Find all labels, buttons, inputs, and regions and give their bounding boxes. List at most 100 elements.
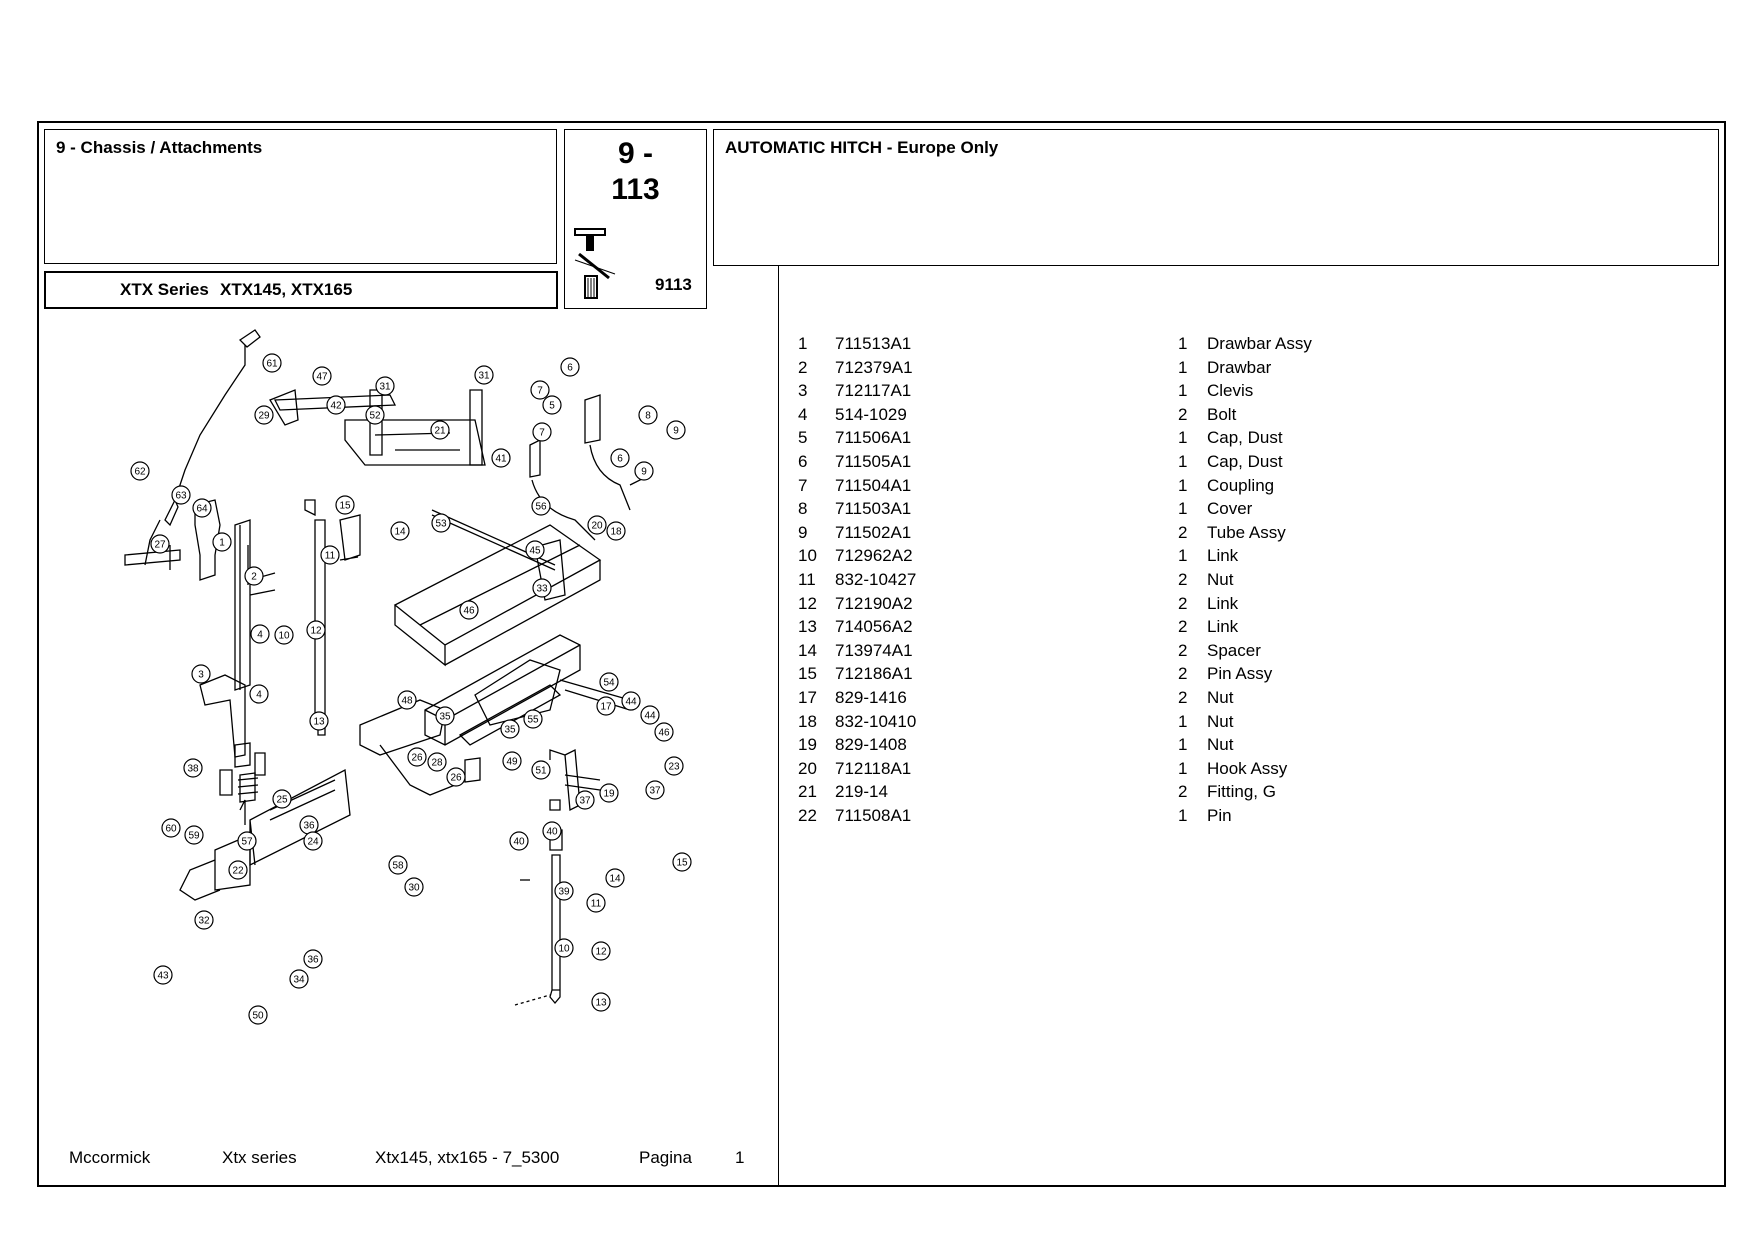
part-number: 712186A1 bbox=[835, 664, 913, 683]
callout-12: 12 bbox=[591, 941, 611, 961]
callout-circle bbox=[407, 747, 427, 767]
callout-64: 64 bbox=[192, 498, 212, 518]
part-qty: 1 bbox=[1178, 759, 1188, 778]
series-box: XTX Series XTX145, XTX165 bbox=[44, 271, 558, 309]
callout-label: 57 bbox=[241, 837, 253, 848]
callout-59: 59 bbox=[184, 825, 204, 845]
callout-circle bbox=[404, 877, 424, 897]
part-qty: 2 bbox=[1178, 405, 1188, 424]
callout-circle bbox=[621, 691, 641, 711]
part-description: Bolt bbox=[1207, 405, 1237, 424]
callout-label: 10 bbox=[558, 944, 570, 955]
callout-10: 10 bbox=[554, 938, 574, 958]
part-qty: 2 bbox=[1178, 688, 1188, 707]
callout-label: 18 bbox=[610, 527, 622, 538]
callout-label: 19 bbox=[603, 789, 615, 800]
callout-circle bbox=[191, 664, 211, 684]
part-qty: 2 bbox=[1178, 594, 1188, 613]
part-ref: 14 bbox=[798, 641, 817, 660]
callout-label: 17 bbox=[600, 702, 612, 713]
callout-label: 64 bbox=[196, 504, 208, 515]
callout-label: 11 bbox=[591, 899, 602, 910]
callout-62: 62 bbox=[130, 461, 150, 481]
callout-label: 30 bbox=[408, 883, 420, 894]
part-ref: 12 bbox=[798, 594, 817, 613]
part-number: 514-1029 bbox=[835, 405, 907, 424]
series-label: XTX Series bbox=[120, 280, 209, 299]
callout-label: 31 bbox=[478, 371, 490, 382]
callout-circle bbox=[586, 893, 606, 913]
callout-label: 35 bbox=[504, 725, 516, 736]
callout-23: 23 bbox=[664, 756, 684, 776]
part-ref: 21 bbox=[798, 782, 817, 801]
callout-49: 49 bbox=[502, 751, 522, 771]
callout-18: 18 bbox=[606, 521, 626, 541]
callout-circle bbox=[244, 566, 264, 586]
callout-6: 6 bbox=[610, 448, 630, 468]
part-description: Link bbox=[1207, 617, 1239, 636]
part-ref: 20 bbox=[798, 759, 817, 778]
part-description: Pin Assy bbox=[1207, 664, 1273, 683]
part-number: 711502A1 bbox=[835, 523, 912, 542]
callout-label: 58 bbox=[392, 861, 404, 872]
callout-28: 28 bbox=[427, 752, 447, 772]
callout-31: 31 bbox=[375, 376, 395, 396]
callout-circle bbox=[183, 758, 203, 778]
callout-circle bbox=[212, 532, 232, 552]
callout-circle bbox=[509, 831, 529, 851]
callout-circle bbox=[249, 684, 269, 704]
callout-label: 55 bbox=[527, 715, 539, 726]
callout-label: 25 bbox=[276, 795, 288, 806]
callout-circle bbox=[184, 825, 204, 845]
part-number: 712190A2 bbox=[835, 594, 913, 613]
part-qty: 1 bbox=[1178, 499, 1188, 518]
callout-label: 50 bbox=[252, 1011, 264, 1022]
callout-label: 3 bbox=[198, 670, 204, 681]
part-ref: 15 bbox=[798, 664, 817, 683]
callout-label: 6 bbox=[567, 363, 573, 374]
callout-circle bbox=[599, 783, 619, 803]
callout-37: 37 bbox=[645, 780, 665, 800]
callout-circle bbox=[645, 780, 665, 800]
part-number: 832-10410 bbox=[835, 712, 917, 731]
callout-label: 60 bbox=[165, 824, 177, 835]
callout-42: 42 bbox=[326, 395, 346, 415]
part-number: 712118A1 bbox=[835, 759, 912, 778]
callout-5: 5 bbox=[542, 395, 562, 415]
part-description: Link bbox=[1207, 546, 1239, 565]
callout-label: 14 bbox=[609, 874, 621, 885]
callout-circle bbox=[388, 855, 408, 875]
callout-8: 8 bbox=[638, 405, 658, 425]
callout-label: 5 bbox=[549, 401, 555, 412]
callout-label: 7 bbox=[539, 428, 545, 439]
callout-35: 35 bbox=[500, 719, 520, 739]
callout-label: 40 bbox=[513, 837, 525, 848]
part-number: 711506A1 bbox=[835, 428, 912, 447]
part-ref: 6 bbox=[798, 452, 808, 471]
callout-circle bbox=[560, 357, 580, 377]
section-title: 9 - Chassis / Attachments bbox=[56, 138, 263, 157]
callout-circle bbox=[532, 422, 552, 442]
callout-46: 46 bbox=[654, 722, 674, 742]
callout-label: 31 bbox=[379, 382, 391, 393]
callout-circle bbox=[435, 706, 455, 726]
callout-label: 26 bbox=[411, 753, 423, 764]
part-qty: 2 bbox=[1178, 617, 1188, 636]
callout-circle bbox=[530, 380, 550, 400]
footer-series: Xtx series bbox=[222, 1148, 297, 1167]
callout-circle bbox=[397, 690, 417, 710]
part-ref: 19 bbox=[798, 735, 817, 754]
callout-53: 53 bbox=[431, 513, 451, 533]
callout-circle bbox=[150, 534, 170, 554]
callout-circle bbox=[531, 760, 551, 780]
callout-circle bbox=[320, 545, 340, 565]
callout-41: 41 bbox=[491, 448, 511, 468]
part-ref: 10 bbox=[798, 546, 817, 565]
callout-label: 42 bbox=[330, 401, 342, 412]
part-number: 711503A1 bbox=[835, 499, 912, 518]
callout-50: 50 bbox=[248, 1005, 268, 1025]
callout-19: 19 bbox=[599, 783, 619, 803]
callout-10: 10 bbox=[274, 625, 294, 645]
part-description: Nut bbox=[1207, 570, 1234, 589]
part-ref: 1 bbox=[798, 334, 808, 353]
